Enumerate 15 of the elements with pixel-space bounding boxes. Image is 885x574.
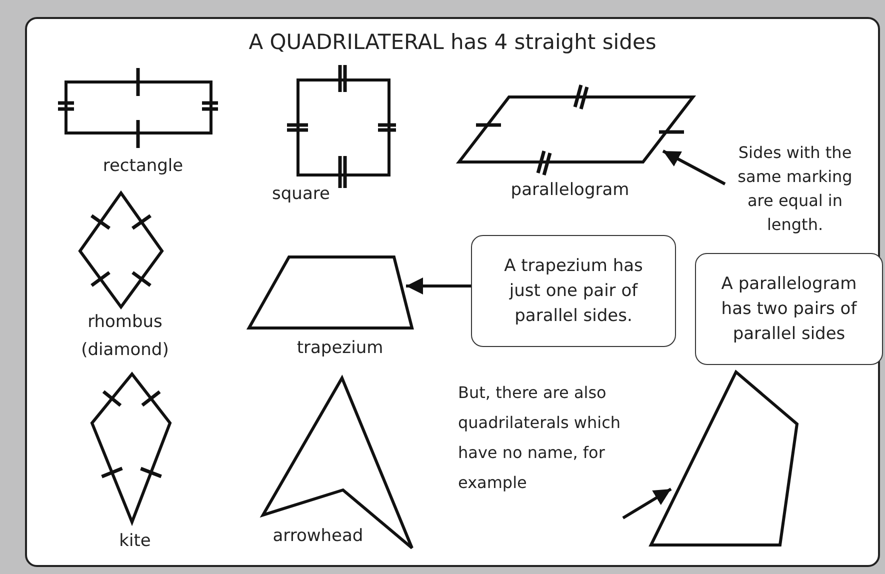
title: A QUADRILATERAL has 4 straight sides: [248, 29, 658, 56]
callout-box: A trapezium has just one pair of parallel sides.: [471, 235, 676, 347]
callout-box: A parallelogram has two pairs of parallel sides: [695, 253, 883, 365]
shape-label: square: [271, 183, 331, 206]
shape-label: rhombus (diamond): [80, 311, 170, 362]
arrow: [406, 278, 471, 294]
shape-label: arrowhead: [272, 525, 364, 548]
annotation-text: Sides with the same marking are equal in length.: [725, 141, 865, 241]
arrow: [622, 488, 672, 520]
arrow: [662, 150, 726, 186]
shape-label: trapezium: [296, 337, 384, 360]
shape-label: kite: [118, 530, 152, 553]
shape-label: parallelogram: [510, 179, 630, 202]
shape-label: rectangle: [102, 155, 184, 178]
annotation-text: But, there are also quadrilaterals which have no name, for example: [458, 378, 623, 538]
